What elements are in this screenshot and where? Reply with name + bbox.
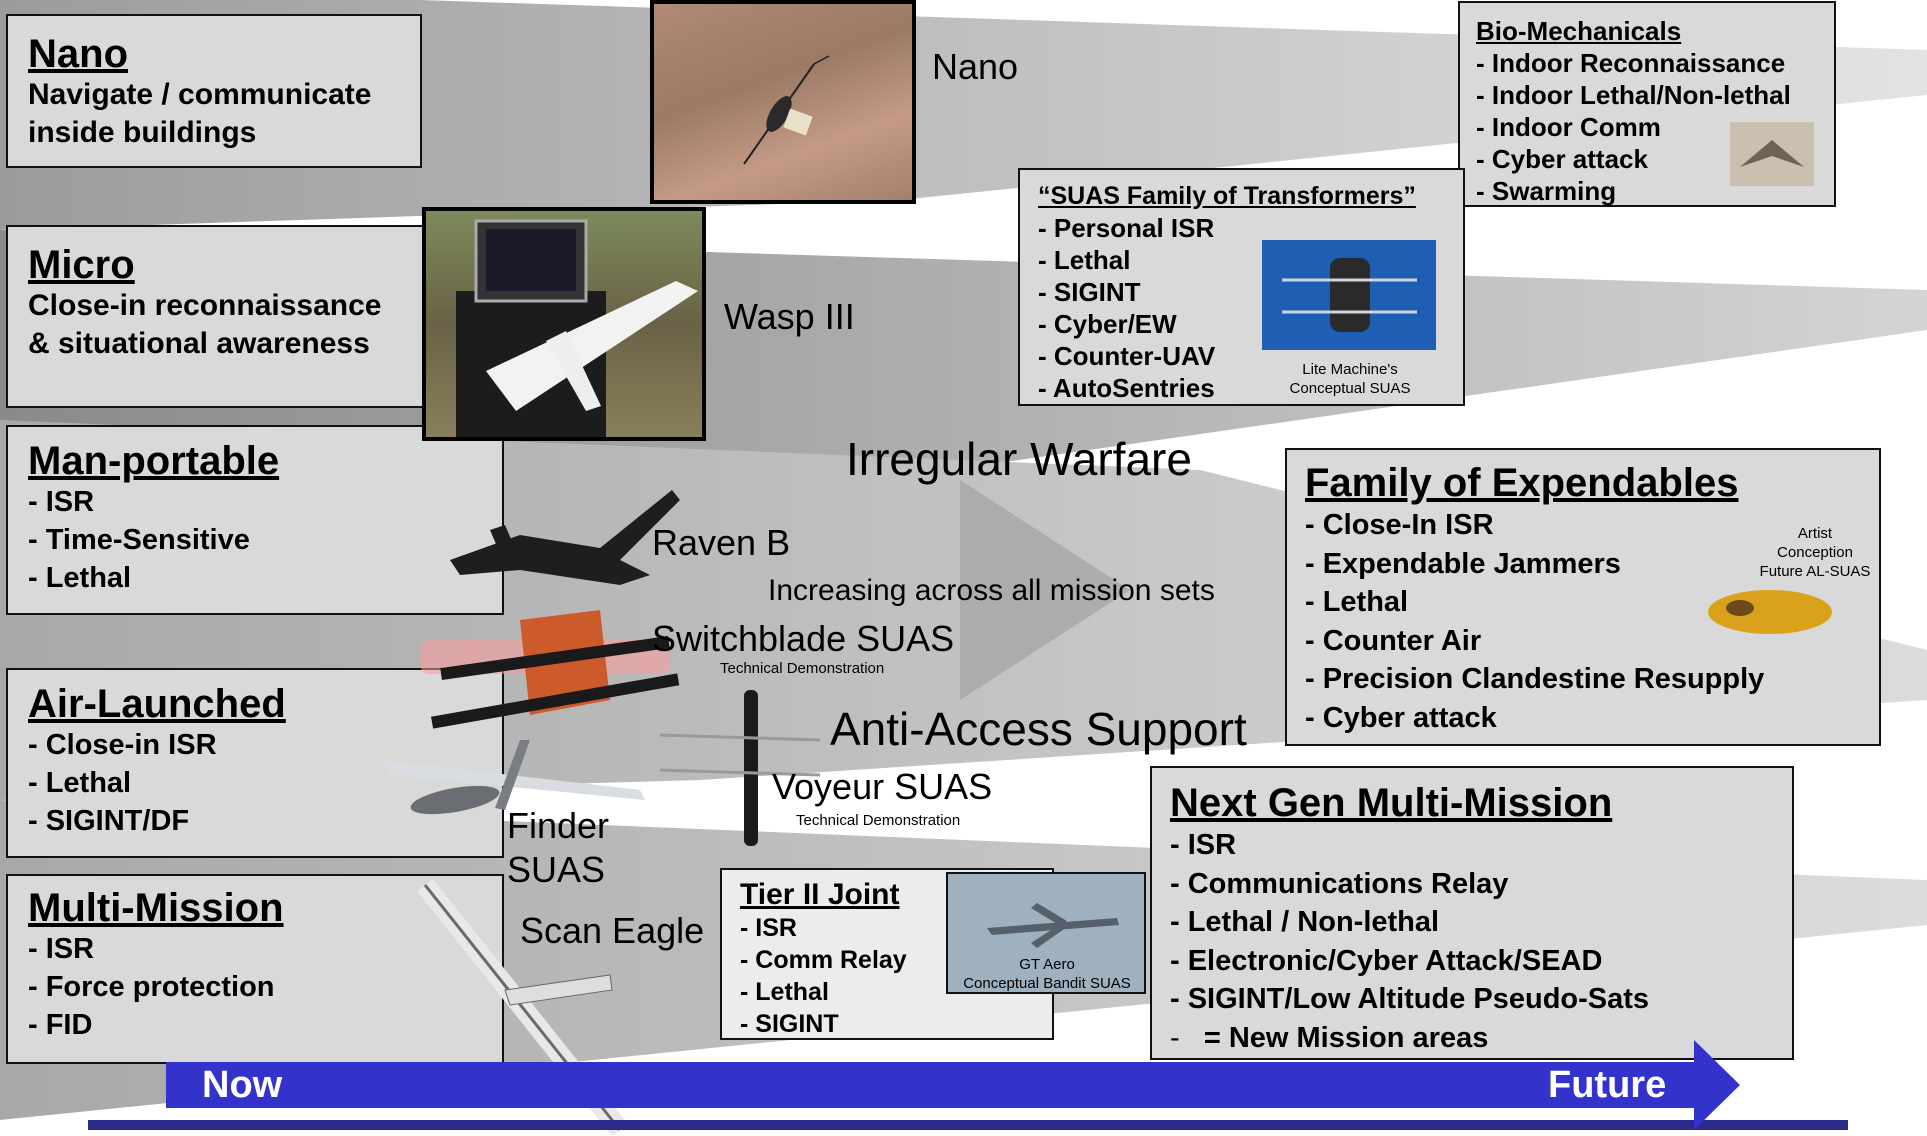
tier2-item: - Lethal <box>740 978 829 1006</box>
raven-label: Raven B <box>652 522 791 563</box>
expendables-item: - Expendable Jammers <box>1305 547 1621 580</box>
biomech-item: - Indoor Reconnaissance <box>1476 48 1786 78</box>
expendables-item: - Cyber attack <box>1305 701 1497 734</box>
manportable-item: - Time-Sensitive <box>28 524 250 556</box>
biomech-title: Bio-Mechanicals <box>1476 16 1682 46</box>
expendables-item: - Precision Clandestine Resupply <box>1305 663 1765 695</box>
tier2-item: - ISR <box>740 914 797 942</box>
nextgen-last-item: - = New Mission areas <box>1170 1019 1792 1058</box>
transformers-item: - Counter-UAV <box>1038 341 1216 371</box>
voyeur-drone-icon <box>659 690 821 846</box>
switchblade-label: Switchblade SUAS <box>652 618 955 659</box>
biomech-item: - Cyber attack <box>1476 144 1648 174</box>
transformers-item: - Personal ISR <box>1038 213 1215 243</box>
tier2-title: Tier II Joint <box>740 878 900 911</box>
timeline-future-label: Future <box>1548 1064 1667 1106</box>
tier2-caption-line: Conceptual Bandit SUAS <box>963 975 1131 992</box>
micro-line: Close-in reconnaissance <box>28 289 382 322</box>
multimission-item: - ISR <box>28 933 95 965</box>
nextgen-last-dash: - <box>1170 1021 1180 1054</box>
expendables-caption: Artist Conception Future AL-SUAS <box>1745 524 1885 581</box>
airlaunched-item: - Close-in ISR <box>28 729 217 761</box>
nextgen-item: - ISR <box>1170 829 1237 861</box>
tier2-caption-line: GT Aero <box>1019 956 1075 973</box>
nano-insect-drawing <box>743 55 830 165</box>
micro-title: Micro <box>28 243 135 287</box>
multimission-item: - FID <box>28 1009 93 1041</box>
transformers-caption: Lite Machine's Conceptual SUAS <box>1262 360 1438 398</box>
expendables-caption-line: Conception <box>1777 544 1853 561</box>
nano-line: inside buildings <box>28 116 257 149</box>
manportable-item: - Lethal <box>28 562 132 594</box>
biomech-box: Bio-Mechanicals - Indoor Reconnaissance … <box>1458 1 1836 207</box>
wasp-drawing <box>456 219 698 437</box>
increasing-label: Increasing across all mission sets <box>768 574 1215 607</box>
finder-label: Finder SUAS <box>507 804 609 892</box>
multimission-box: Multi-Mission - ISR - Force protection -… <box>6 874 504 1064</box>
transformers-caption-line: Conceptual SUAS <box>1289 380 1411 397</box>
anti-access-label: Anti-Access Support <box>830 703 1247 755</box>
nextgen-item: - SIGINT/Low Altitude Pseudo-Sats <box>1170 983 1650 1015</box>
nano-box: Nano Navigate / communicate inside build… <box>6 14 422 168</box>
finder-label-line: SUAS <box>507 849 606 890</box>
transformers-item: - SIGINT <box>1038 277 1141 307</box>
airlaunched-item: - SIGINT/DF <box>28 805 190 837</box>
transformers-item: - Cyber/EW <box>1038 309 1177 339</box>
expendables-box: Family of Expendables - Close-In ISR - E… <box>1285 448 1881 746</box>
raven-drone-icon <box>450 490 680 585</box>
nextgen-item: - Lethal / Non-lethal <box>1170 906 1440 938</box>
nextgen-box: Next Gen Multi-Mission - ISR - Communica… <box>1150 766 1794 1060</box>
manportable-title: Man-portable <box>28 439 280 483</box>
expendables-title: Family of Expendables <box>1305 461 1739 505</box>
biomech-item: - Swarming <box>1476 176 1617 206</box>
transformers-box: “SUAS Family of Transformers” - Personal… <box>1018 168 1465 406</box>
nextgen-item: - Communications Relay <box>1170 867 1509 900</box>
tier2-caption: GT Aero Conceptual Bandit SUAS <box>950 955 1144 993</box>
nextgen-last-text: = New Mission areas <box>1203 1021 1489 1054</box>
expendables-item: - Counter Air <box>1305 624 1482 657</box>
finder-label-line: Finder <box>507 805 610 846</box>
tier2-item: - Comm Relay <box>740 946 907 974</box>
tier2-box: Tier II Joint - ISR - Comm Relay - Letha… <box>720 868 1054 1040</box>
nano-title: Nano <box>28 32 128 76</box>
finder-drone-icon <box>380 740 645 815</box>
wasp-photo <box>422 207 706 441</box>
transformers-item: - AutoSentries <box>1038 373 1215 403</box>
biomech-item: - Indoor Comm <box>1476 112 1661 142</box>
airlaunched-box: Air-Launched - Close-in ISR - Lethal - S… <box>6 668 504 858</box>
nextgen-title: Next Gen Multi-Mission <box>1170 781 1613 825</box>
airlaunched-item: - Lethal <box>28 767 132 799</box>
switchblade-drone-icon <box>420 610 680 729</box>
multimission-title: Multi-Mission <box>28 886 284 930</box>
voyeur-sub-label: Technical Demonstration <box>796 812 961 829</box>
expendables-item: - Close-In ISR <box>1305 509 1494 541</box>
micro-line: & situational awareness <box>28 327 370 360</box>
irregular-warfare-label: Irregular Warfare <box>846 433 1192 485</box>
airlaunched-title: Air-Launched <box>28 682 286 726</box>
transformers-caption-line: Lite Machine's <box>1302 361 1398 378</box>
nextgen-item: - Electronic/Cyber Attack/SEAD <box>1170 944 1603 977</box>
manportable-box: Man-portable - ISR - Time-Sensitive - Le… <box>6 425 504 615</box>
nano-label: Nano <box>932 46 1019 87</box>
timeline-now-label: Now <box>202 1064 283 1106</box>
tier2-item: - SIGINT <box>740 1010 839 1038</box>
manportable-item: - ISR <box>28 486 95 518</box>
transformers-item: - Lethal <box>1038 245 1131 275</box>
nano-line: Navigate / communicate <box>28 78 372 111</box>
transformers-title: “SUAS Family of Transformers” <box>1038 182 1416 210</box>
multimission-item: - Force protection <box>28 971 275 1003</box>
nano-photo <box>650 0 916 204</box>
expendables-caption-line: Future AL-SUAS <box>1759 563 1871 580</box>
biomech-item: - Indoor Lethal/Non-lethal <box>1476 80 1791 110</box>
micro-box: Micro Close-in reconnaissance & situatio… <box>6 225 430 408</box>
expendables-caption-line: Artist <box>1797 525 1833 542</box>
expendables-item: - Lethal <box>1305 586 1409 618</box>
switchblade-sub-label: Technical Demonstration <box>720 660 885 677</box>
voyeur-label: Voyeur SUAS <box>772 766 993 807</box>
scan-eagle-label: Scan Eagle <box>520 910 705 951</box>
wasp-label: Wasp III <box>724 296 855 337</box>
